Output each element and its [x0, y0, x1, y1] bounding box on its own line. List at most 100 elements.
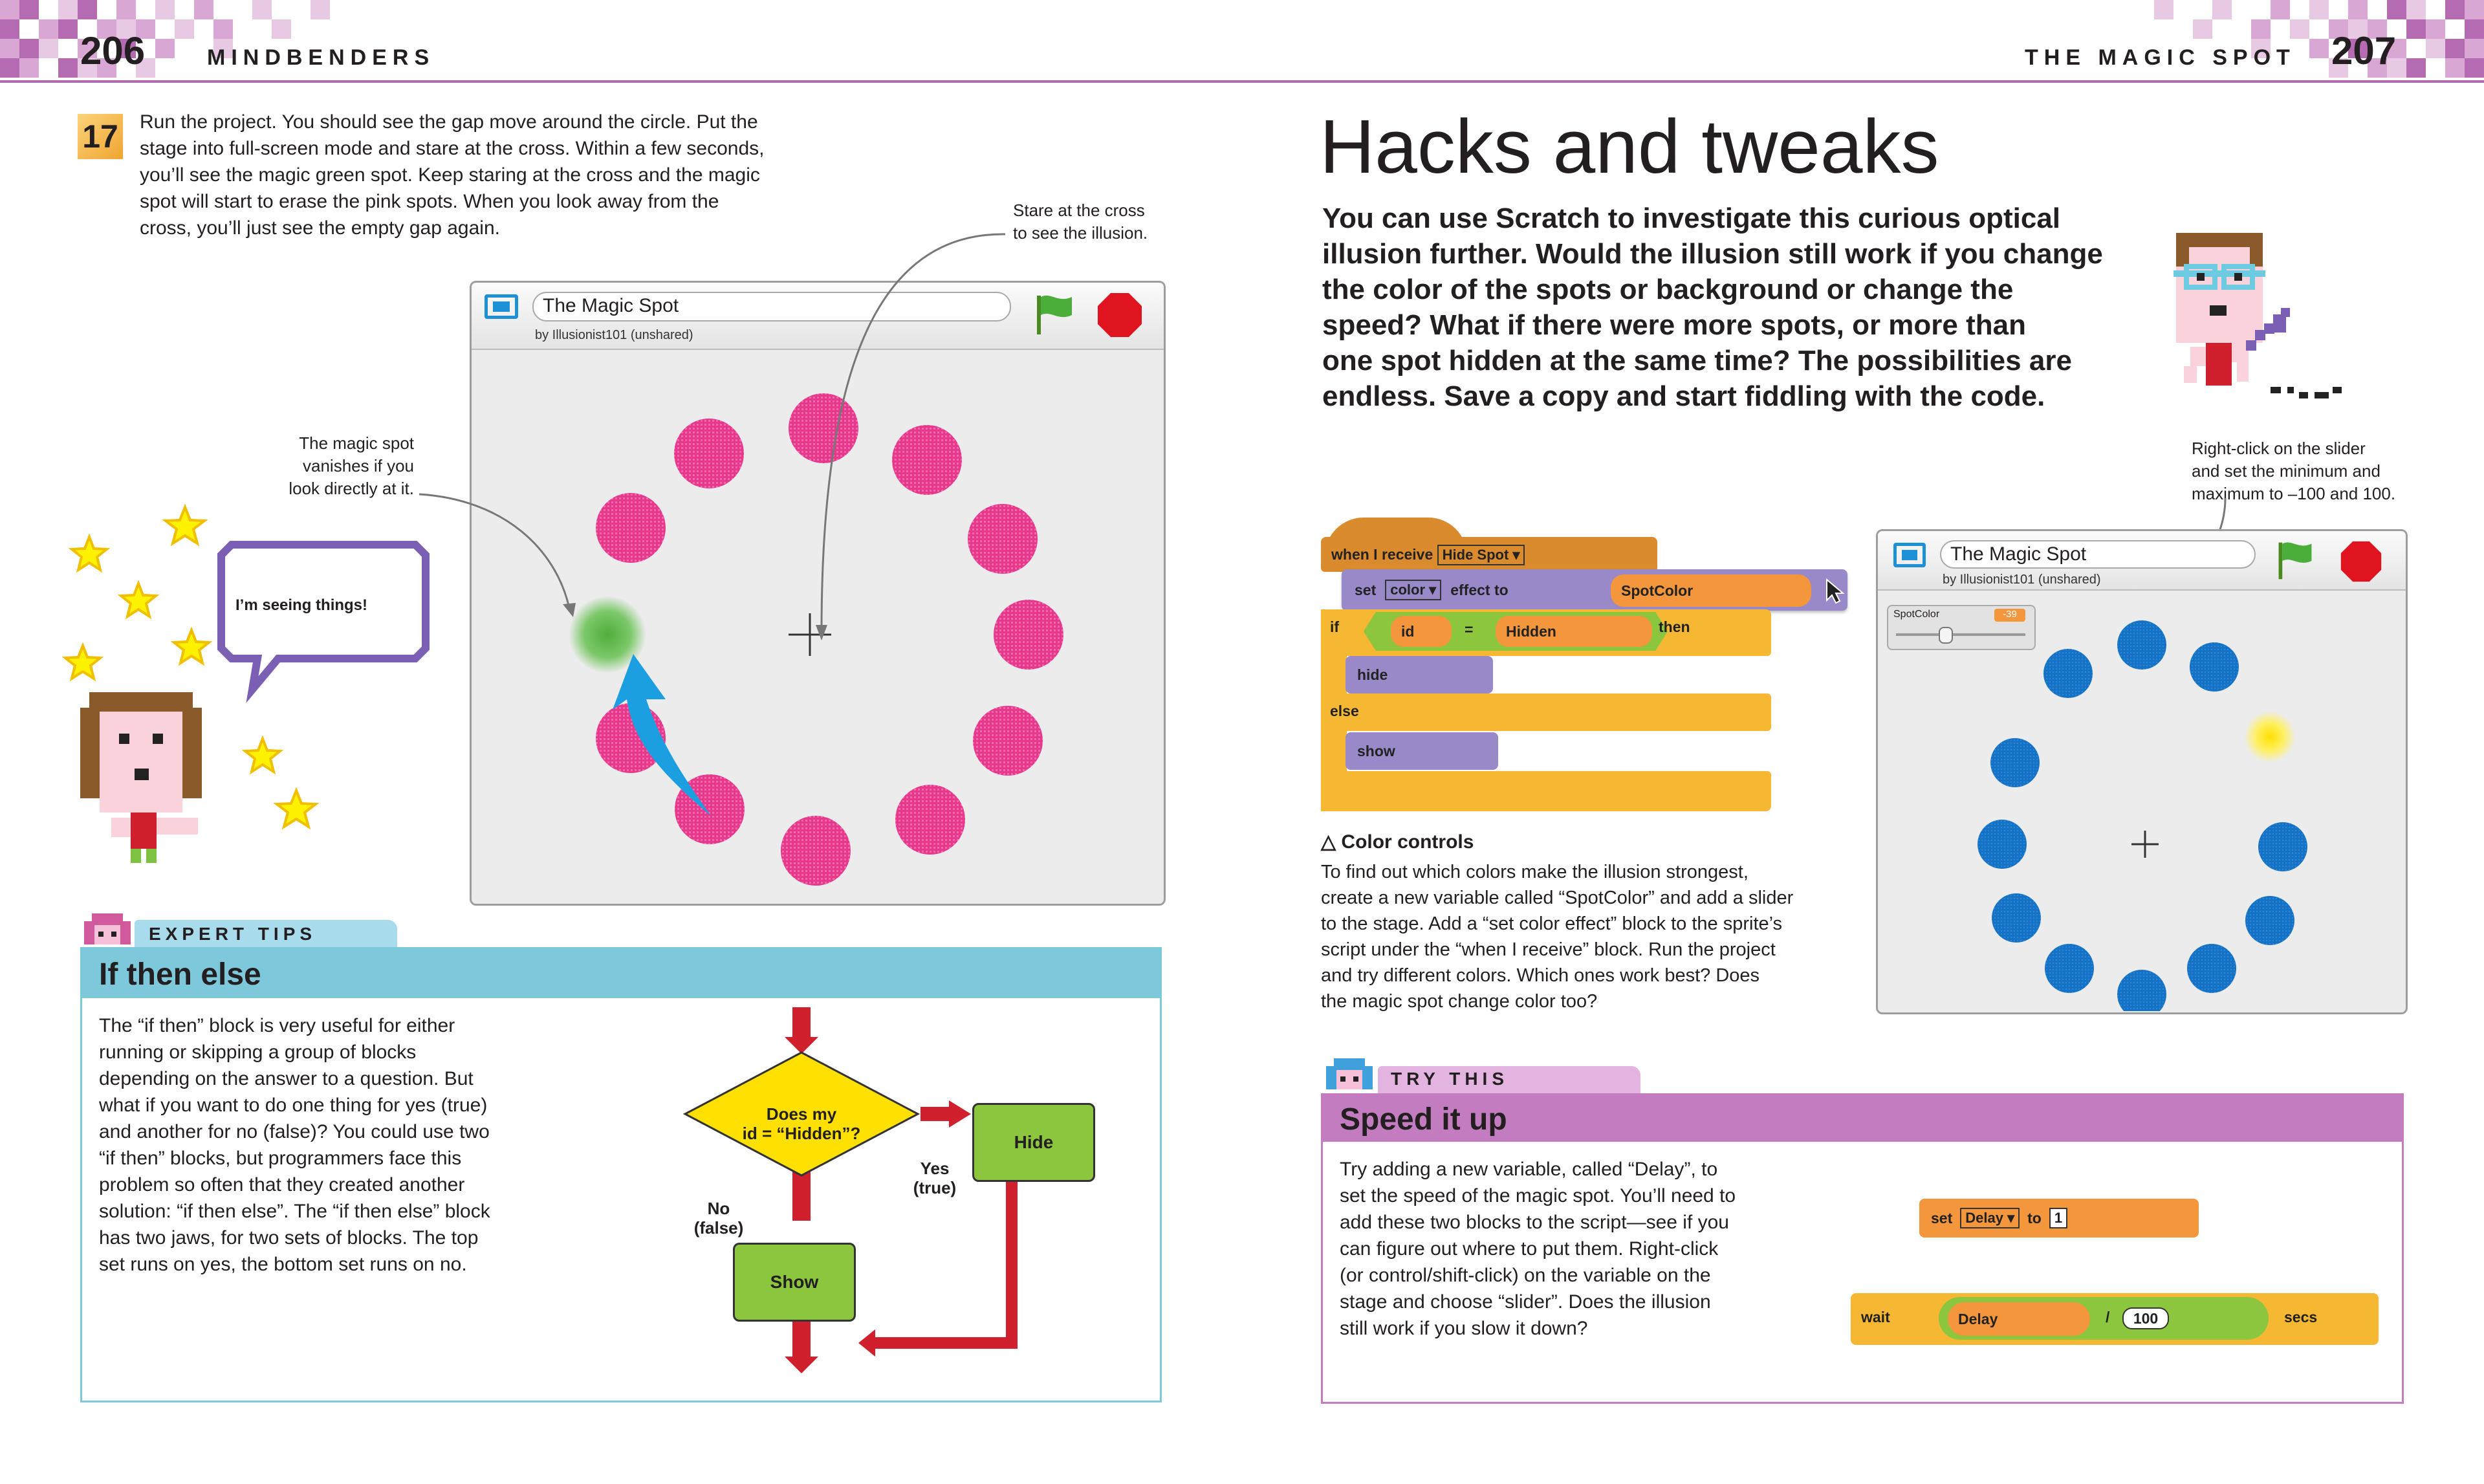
blue-spot — [2190, 642, 2239, 692]
text-line: you’ll see the magic green spot. Keep st… — [140, 164, 760, 186]
text-line: Does my — [766, 1104, 837, 1124]
text-line: can figure out where to put them. Right-… — [1340, 1238, 1719, 1260]
spotcolor-slider-monitor[interactable]: SpotColor -39 — [1887, 605, 2036, 650]
header-pixel-pattern-right — [2135, 0, 2484, 78]
text-line: look directly at it. — [289, 479, 414, 498]
text-line: “if then” blocks, but programmers face t… — [99, 1148, 462, 1169]
callout-slider: Right-click on the slider and set the mi… — [2192, 437, 2395, 505]
decision-text: Does my id = “Hidden”? — [737, 1104, 866, 1143]
equals-label: = — [1465, 621, 1474, 638]
speech-bubble — [217, 541, 430, 703]
text-line: solution: “if then else”. The “if then e… — [99, 1201, 490, 1222]
text-line: vanishes if you — [303, 456, 414, 475]
then-label: then — [1659, 618, 1690, 635]
green-flag-icon[interactable] — [2274, 539, 2316, 582]
fullscreen-icon[interactable] — [485, 294, 518, 319]
try-this-panel: Speed it up Try adding a new variable, c… — [1321, 1093, 2404, 1404]
pink-spot — [596, 493, 666, 563]
try-this-title: Speed it up — [1340, 1102, 1507, 1137]
slider-value: -39 — [1994, 609, 2025, 622]
text-line: Run the project. You should see the gap … — [140, 111, 758, 133]
mouse-cursor-icon — [1826, 578, 1845, 604]
slider-handle[interactable] — [1939, 627, 1953, 644]
text-line: create a new variable called “SpotColor”… — [1321, 888, 1794, 908]
text-line: the color of the spots or background or … — [1322, 274, 2014, 305]
stage-canvas-right — [1977, 620, 2307, 1011]
text-line: Right-click on the slider — [2192, 439, 2366, 458]
pink-spot — [674, 419, 744, 488]
callout-stare-at-cross: Stare at the cross to see the illusion. — [1013, 199, 1148, 245]
page-number-left: 206 — [80, 29, 146, 72]
text-line: You can use Scratch to investigate this … — [1322, 202, 2061, 234]
text-line: (false) — [693, 1218, 744, 1238]
blue-spot — [2245, 896, 2294, 945]
text-line: cross, you’ll just see the empty gap aga… — [140, 217, 500, 239]
wait-block[interactable]: wait Delay / 100 secs — [1851, 1293, 2379, 1345]
blue-spot — [2117, 970, 2166, 1011]
stop-icon[interactable] — [2340, 540, 2382, 583]
try-this-mascot-icon — [1326, 1058, 1373, 1089]
text-line: speed? What if there were more spots, or… — [1322, 309, 2026, 341]
decision-diamond — [682, 1051, 921, 1177]
blue-spot — [1992, 893, 2041, 943]
text-line: stage into full-screen mode and stare at… — [140, 138, 765, 159]
step-number: 17 — [82, 118, 118, 155]
delay-reporter[interactable]: Delay — [1948, 1302, 2090, 1336]
wait-label: wait — [1861, 1309, 1890, 1326]
set-delay-block[interactable]: set Delay ▾ to 1 — [1919, 1199, 2199, 1238]
try-this-title-bar — [1323, 1095, 2402, 1142]
id-reporter[interactable]: id — [1391, 616, 1452, 647]
project-title-field[interactable]: The Magic Spot — [532, 292, 1011, 322]
hat-block-when-i-receive[interactable]: when I receive Hide Spot ▾ — [1321, 518, 1657, 572]
project-title-field[interactable]: The Magic Spot — [1940, 540, 2256, 569]
message-dropdown[interactable]: Hide Spot ▾ — [1437, 545, 1525, 565]
character-illustration — [61, 503, 430, 863]
boy-character-illustration — [2174, 233, 2342, 398]
variable-dropdown[interactable]: Delay ▾ — [1960, 1208, 2020, 1228]
fullscreen-icon[interactable] — [1893, 543, 1926, 567]
motion-arrow-icon — [613, 654, 711, 816]
project-byline: by Illusionist101 (unshared) — [535, 328, 693, 342]
running-head-left: MINDBENDERS — [207, 45, 435, 70]
scratch-stage-left: The Magic Spot by Illusionist101 (unshar… — [470, 281, 1166, 906]
text-line: stage and choose “slider”. Does the illu… — [1340, 1291, 1711, 1313]
slider-label: SpotColor — [1893, 609, 1940, 620]
divisor-input[interactable]: 100 — [2122, 1307, 2169, 1329]
magic-green-spot — [569, 596, 646, 673]
hidden-value[interactable]: Hidden — [1496, 616, 1652, 647]
page-number-right: 207 — [2331, 29, 2397, 72]
running-head-right: THE MAGIC SPOT — [2025, 45, 2296, 70]
text-line: spot will start to erase the pink spots.… — [140, 191, 719, 212]
text-line: add these two blocks to the script—see i… — [1340, 1212, 1729, 1233]
if-else-block[interactable]: if id = Hidden then hide else show — [1321, 609, 1771, 811]
else-label: else — [1330, 703, 1359, 719]
text-line: id = “Hidden”? — [742, 1124, 861, 1143]
stop-icon[interactable] — [1096, 292, 1143, 338]
blue-spot — [1977, 820, 2027, 869]
hat-label: when I receive — [1331, 546, 1433, 563]
expert-tips-text: The “if then” block is very useful for e… — [99, 1012, 604, 1278]
star-icon — [61, 503, 320, 830]
set-effect-block[interactable]: set color ▾ effect to SpotColor — [1342, 569, 1847, 611]
set-label: set — [1355, 581, 1377, 598]
pink-spot — [895, 785, 965, 855]
expert-tips-title: If then else — [99, 957, 261, 992]
hide-block[interactable]: hide — [1346, 656, 1493, 693]
text-line: problem so often that they created anoth… — [99, 1174, 465, 1195]
text-line: set the speed of the magic spot. You’ll … — [1340, 1185, 1736, 1206]
show-block[interactable]: show — [1346, 732, 1498, 770]
if-label: if — [1330, 618, 1340, 635]
value-input[interactable]: 1 — [2049, 1208, 2068, 1228]
header-rule-left — [0, 80, 1242, 83]
try-this-text: Try adding a new variable, called “Delay… — [1340, 1156, 1818, 1342]
stage-canvas-left — [569, 393, 1063, 886]
spotcolor-reporter[interactable]: SpotColor — [1611, 574, 1811, 607]
text-line: To find out which colors make the illusi… — [1321, 862, 1749, 882]
text-line: and set the minimum and — [2192, 461, 2380, 481]
green-flag-icon[interactable] — [1032, 292, 1077, 337]
intro-text: You can use Scratch to investigate this … — [1322, 201, 2124, 414]
effect-dropdown[interactable]: color ▾ — [1385, 580, 1442, 600]
text-line: The magic spot — [299, 433, 414, 453]
color-controls-title: △ Color controls — [1321, 831, 1474, 853]
secs-label: secs — [2284, 1309, 2318, 1326]
